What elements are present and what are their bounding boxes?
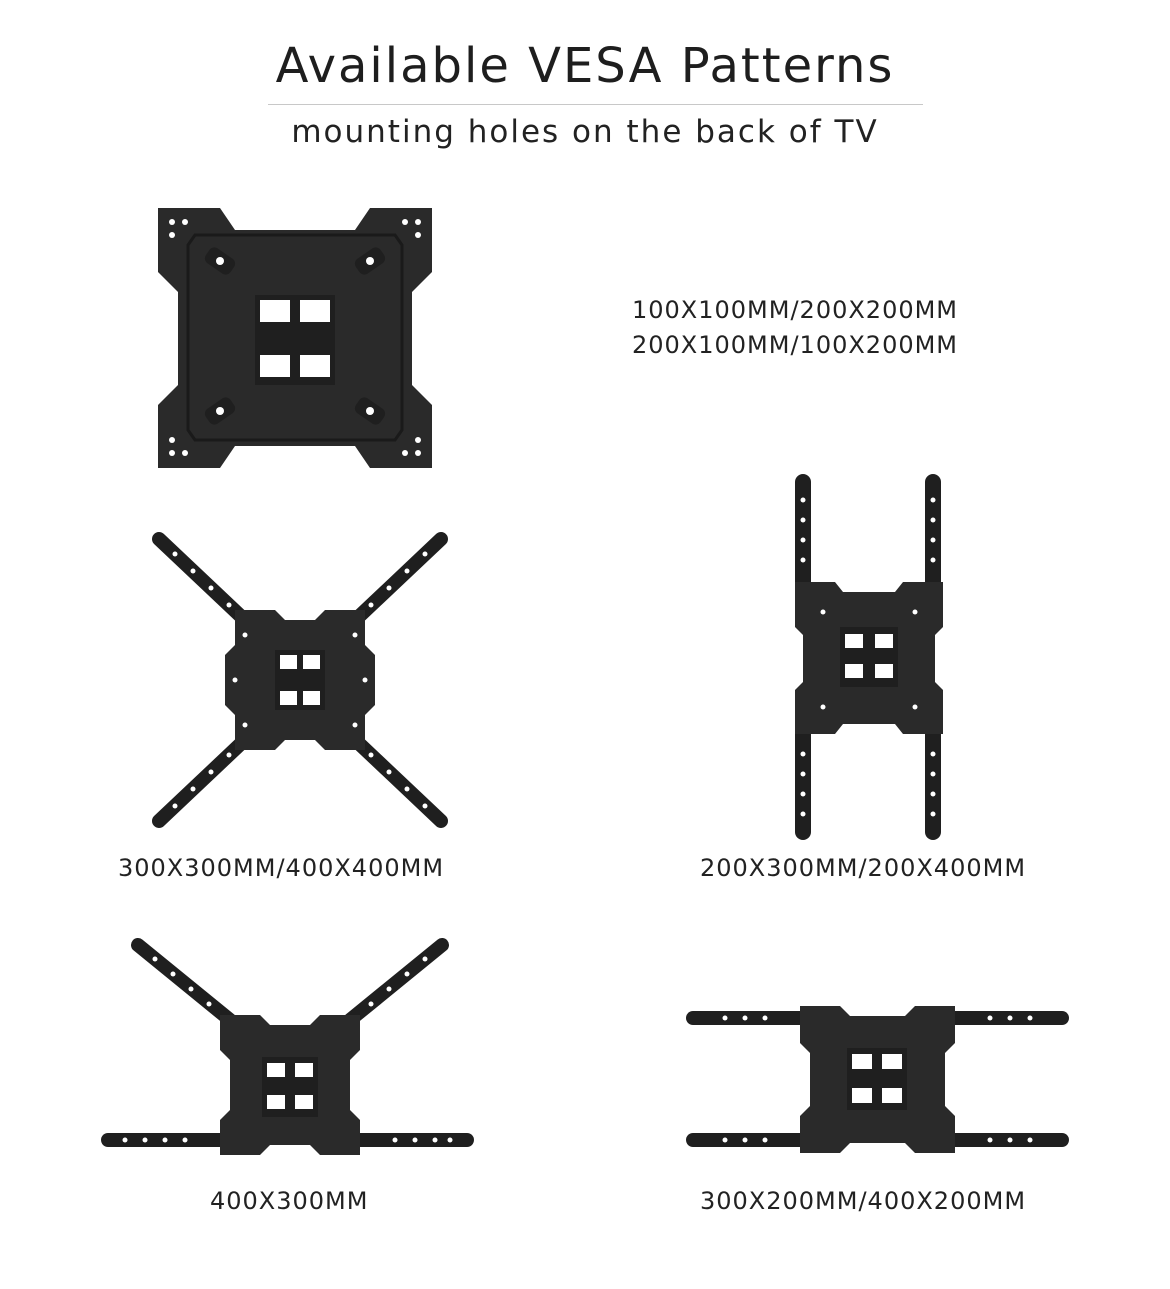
page-subtitle: mounting holes on the back of TV bbox=[291, 114, 879, 150]
pattern-label-plate-line2: 200X100MM/100X200MM bbox=[631, 331, 959, 359]
bracket-vertical-h-image bbox=[785, 472, 955, 842]
page-title: Available VESA Patterns bbox=[275, 38, 895, 94]
pattern-label-horizontal: 300X200MM/400X200MM bbox=[700, 1187, 1027, 1215]
bracket-horizontal-image bbox=[685, 998, 1070, 1163]
bracket-diagonal-horizontal-image bbox=[100, 935, 475, 1165]
pattern-label-diagonal-x: 300X300MM/400X400MM bbox=[118, 854, 445, 882]
bracket-diagonal-x-image bbox=[145, 525, 455, 835]
title-divider bbox=[268, 104, 923, 105]
pattern-label-vertical-h: 200X300MM/200X400MM bbox=[700, 854, 1027, 882]
pattern-label-diagonal-horizontal: 400X300MM bbox=[210, 1187, 369, 1215]
bracket-plate-image bbox=[150, 200, 440, 475]
pattern-label-plate-line1: 100X100MM/200X200MM bbox=[631, 296, 959, 324]
